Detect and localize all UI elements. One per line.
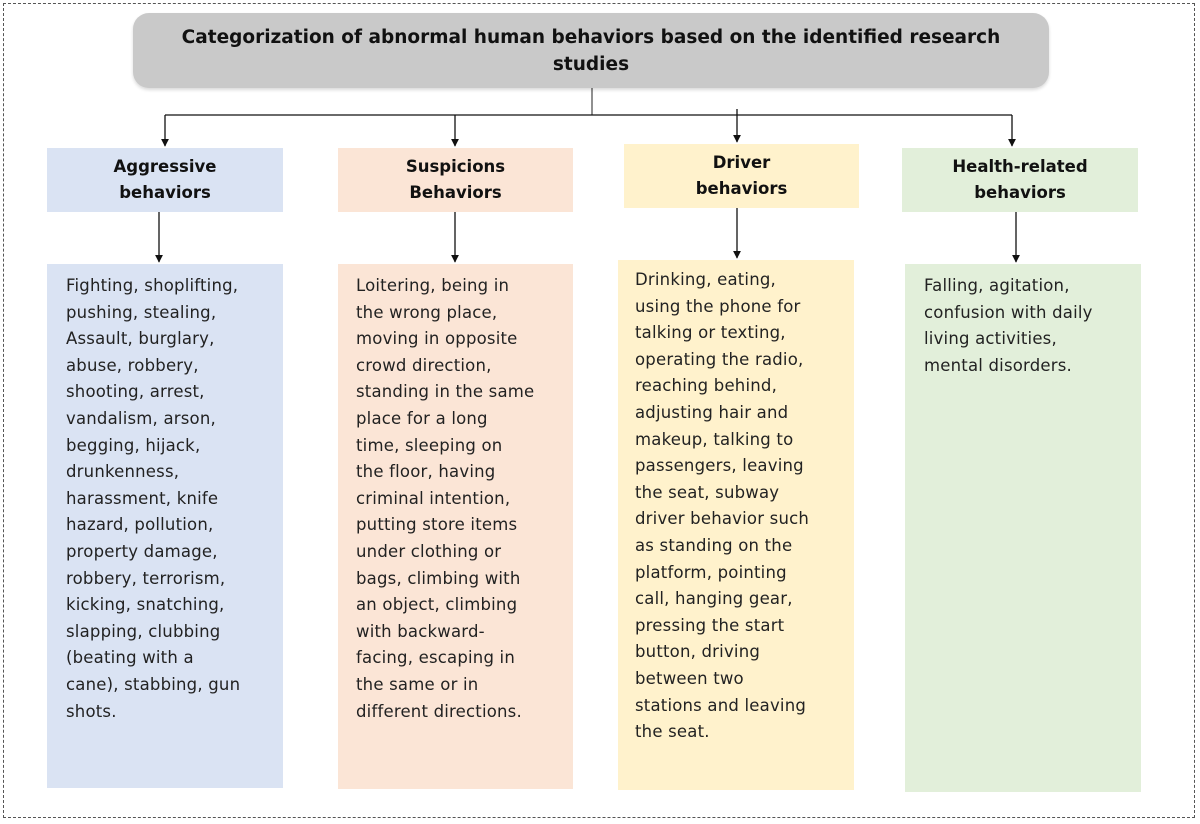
description-driver-text: Drinking, eating, using the phone for ta… bbox=[635, 270, 810, 742]
description-driver: Drinking, eating, using the phone for ta… bbox=[618, 260, 854, 790]
diagram-title: Categorization of abnormal human behavio… bbox=[181, 26, 1001, 75]
description-health: Falling, agitation, confusion with daily… bbox=[905, 264, 1141, 792]
title-box: Categorization of abnormal human behavio… bbox=[133, 13, 1049, 88]
category-suspicious-label: Suspicions Behaviors bbox=[405, 157, 506, 202]
category-health-label: Health-related behaviors bbox=[952, 157, 1088, 202]
description-health-text: Falling, agitation, confusion with daily… bbox=[924, 276, 1093, 375]
description-aggressive-text: Fighting, shoplifting, pushing, stealing… bbox=[66, 276, 241, 721]
category-suspicious: Suspicions Behaviors bbox=[338, 148, 573, 212]
category-aggressive: Aggressive behaviors bbox=[47, 148, 283, 212]
category-driver-label: Driver behaviors bbox=[695, 153, 788, 198]
description-suspicious: Loitering, being in the wrong place, mov… bbox=[338, 264, 573, 789]
category-aggressive-label: Aggressive behaviors bbox=[113, 157, 217, 202]
category-health: Health-related behaviors bbox=[902, 148, 1138, 212]
diagram-frame bbox=[3, 3, 1195, 818]
description-aggressive: Fighting, shoplifting, pushing, stealing… bbox=[47, 264, 283, 788]
category-driver: Driver behaviors bbox=[624, 144, 859, 208]
description-suspicious-text: Loitering, being in the wrong place, mov… bbox=[356, 276, 535, 721]
